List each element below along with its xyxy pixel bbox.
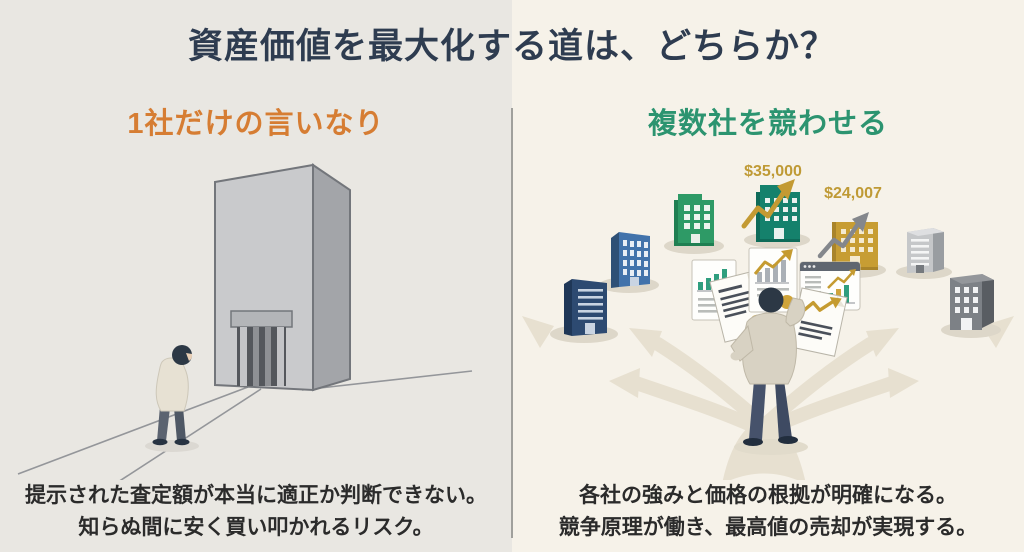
comparing-person-icon bbox=[730, 287, 808, 455]
left-caption: 提示された査定額が本当に適正か判断できない。 知らぬ間に安く買い叩かれるリスク。 bbox=[0, 480, 512, 544]
green-building-icon bbox=[674, 194, 714, 246]
panel-divider bbox=[511, 108, 513, 538]
gray-trend-arrow-icon bbox=[817, 212, 869, 259]
building-entrance bbox=[230, 310, 293, 386]
dejected-person-icon bbox=[145, 345, 199, 452]
ground-path-lines bbox=[17, 370, 473, 480]
right-panel: 複数社を競わせる bbox=[512, 0, 1024, 552]
blue-building-icon bbox=[611, 232, 650, 288]
light-gray-building-icon bbox=[907, 228, 944, 273]
right-caption-line2: 競争原理が働き、最高値の売却が実現する。 bbox=[558, 515, 978, 539]
left-panel-heading: 1社だけの言いなり bbox=[127, 108, 385, 140]
monolith-building-icon bbox=[214, 163, 351, 392]
right-caption: 各社の強みと価格の根拠が明確になる。 競争原理が働き、最高値の売却が実現する。 bbox=[512, 480, 1024, 544]
price-label-low: $24,007 bbox=[824, 185, 882, 202]
left-caption-line2: 知らぬ間に安く買い叩かれるリスク。 bbox=[78, 515, 434, 539]
single-company-illustration bbox=[17, 163, 473, 480]
gold-trend-arrow-icon bbox=[741, 179, 795, 229]
dark-gray-building-icon bbox=[950, 274, 994, 330]
right-caption-line1: 各社の強みと価格の根拠が明確になる。 bbox=[579, 484, 957, 507]
left-caption-line1: 提示された査定額が本当に適正か判断できない。 bbox=[25, 484, 487, 507]
navy-building-icon bbox=[564, 279, 607, 336]
left-panel: 1社だけの言いなり bbox=[0, 0, 512, 552]
multi-company-illustration: $35,000 $24,007 bbox=[522, 163, 1014, 480]
page-title: 資産価値を最大化する道は、どちらか？ bbox=[187, 27, 836, 66]
right-panel-heading: 複数社を競わせる bbox=[647, 108, 888, 140]
price-label-high: $35,000 bbox=[744, 163, 802, 180]
